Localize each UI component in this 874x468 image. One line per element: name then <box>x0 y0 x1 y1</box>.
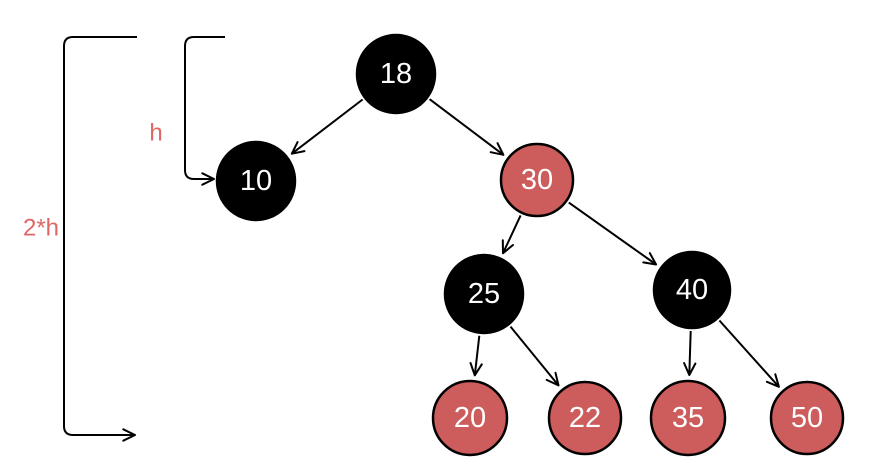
black-node-circle <box>355 33 437 115</box>
tree-node-10: 10 <box>215 140 297 222</box>
edge-line <box>568 201 657 266</box>
edge-n25-n22 <box>509 325 560 387</box>
arrowhead-icon <box>642 252 658 266</box>
edge-n18-n30 <box>428 98 505 156</box>
edge-n30-n25 <box>501 214 522 255</box>
edge-line <box>428 98 505 156</box>
edge-line <box>718 319 780 388</box>
height-bracket <box>184 36 225 186</box>
bracket-line <box>63 36 137 436</box>
edge-n40-n50 <box>718 319 780 388</box>
red-node-circle <box>547 380 623 456</box>
edge-n30-n40 <box>568 201 658 266</box>
tree-node-18: 18 <box>355 33 437 115</box>
black-node-circle <box>443 253 525 335</box>
red-node-circle <box>649 379 727 457</box>
double-height-label: 2*h <box>23 215 59 242</box>
tree-node-30: 30 <box>499 142 575 218</box>
node-value: 25 <box>468 278 500 310</box>
double-height-bracket <box>63 36 137 442</box>
node-value: 18 <box>380 58 412 90</box>
tree-node-40: 40 <box>652 250 732 330</box>
node-value: 50 <box>791 402 823 434</box>
black-node-circle <box>215 140 297 222</box>
red-node-circle <box>499 142 575 218</box>
node-value: 20 <box>454 402 486 434</box>
edge-line <box>688 330 692 376</box>
bracket-line <box>184 36 225 180</box>
tree-node-50: 50 <box>769 380 845 456</box>
arrowhead-icon <box>501 239 514 255</box>
edge-line <box>473 335 481 376</box>
black-node-circle <box>652 250 732 330</box>
node-value: 10 <box>240 165 272 197</box>
edge-line <box>509 325 560 387</box>
arrowhead-icon <box>489 142 505 156</box>
node-value: 40 <box>676 274 708 306</box>
tree-node-22: 22 <box>547 380 623 456</box>
arrowhead-icon <box>683 362 697 376</box>
tree-node-25: 25 <box>443 253 525 335</box>
tree-node-35: 35 <box>649 379 727 457</box>
red-node-circle <box>769 380 845 456</box>
edge-n40-n35 <box>683 330 697 376</box>
node-value: 22 <box>569 402 601 434</box>
arrowhead-icon <box>469 362 483 377</box>
arrowhead-icon <box>765 373 780 388</box>
arrowhead-icon <box>545 371 560 387</box>
node-value: 35 <box>672 402 704 434</box>
edge-n18-n10 <box>290 98 364 155</box>
height-label: h <box>149 120 162 147</box>
edge-line <box>291 98 364 155</box>
edge-line <box>502 214 522 254</box>
arrowhead-icon <box>290 141 306 155</box>
arrowhead-icon <box>122 428 136 442</box>
edge-n25-n20 <box>469 335 483 377</box>
red-node-circle <box>431 379 509 457</box>
arrowhead-icon <box>201 172 215 186</box>
node-value: 30 <box>521 164 553 196</box>
tree-node-20: 20 <box>431 379 509 457</box>
